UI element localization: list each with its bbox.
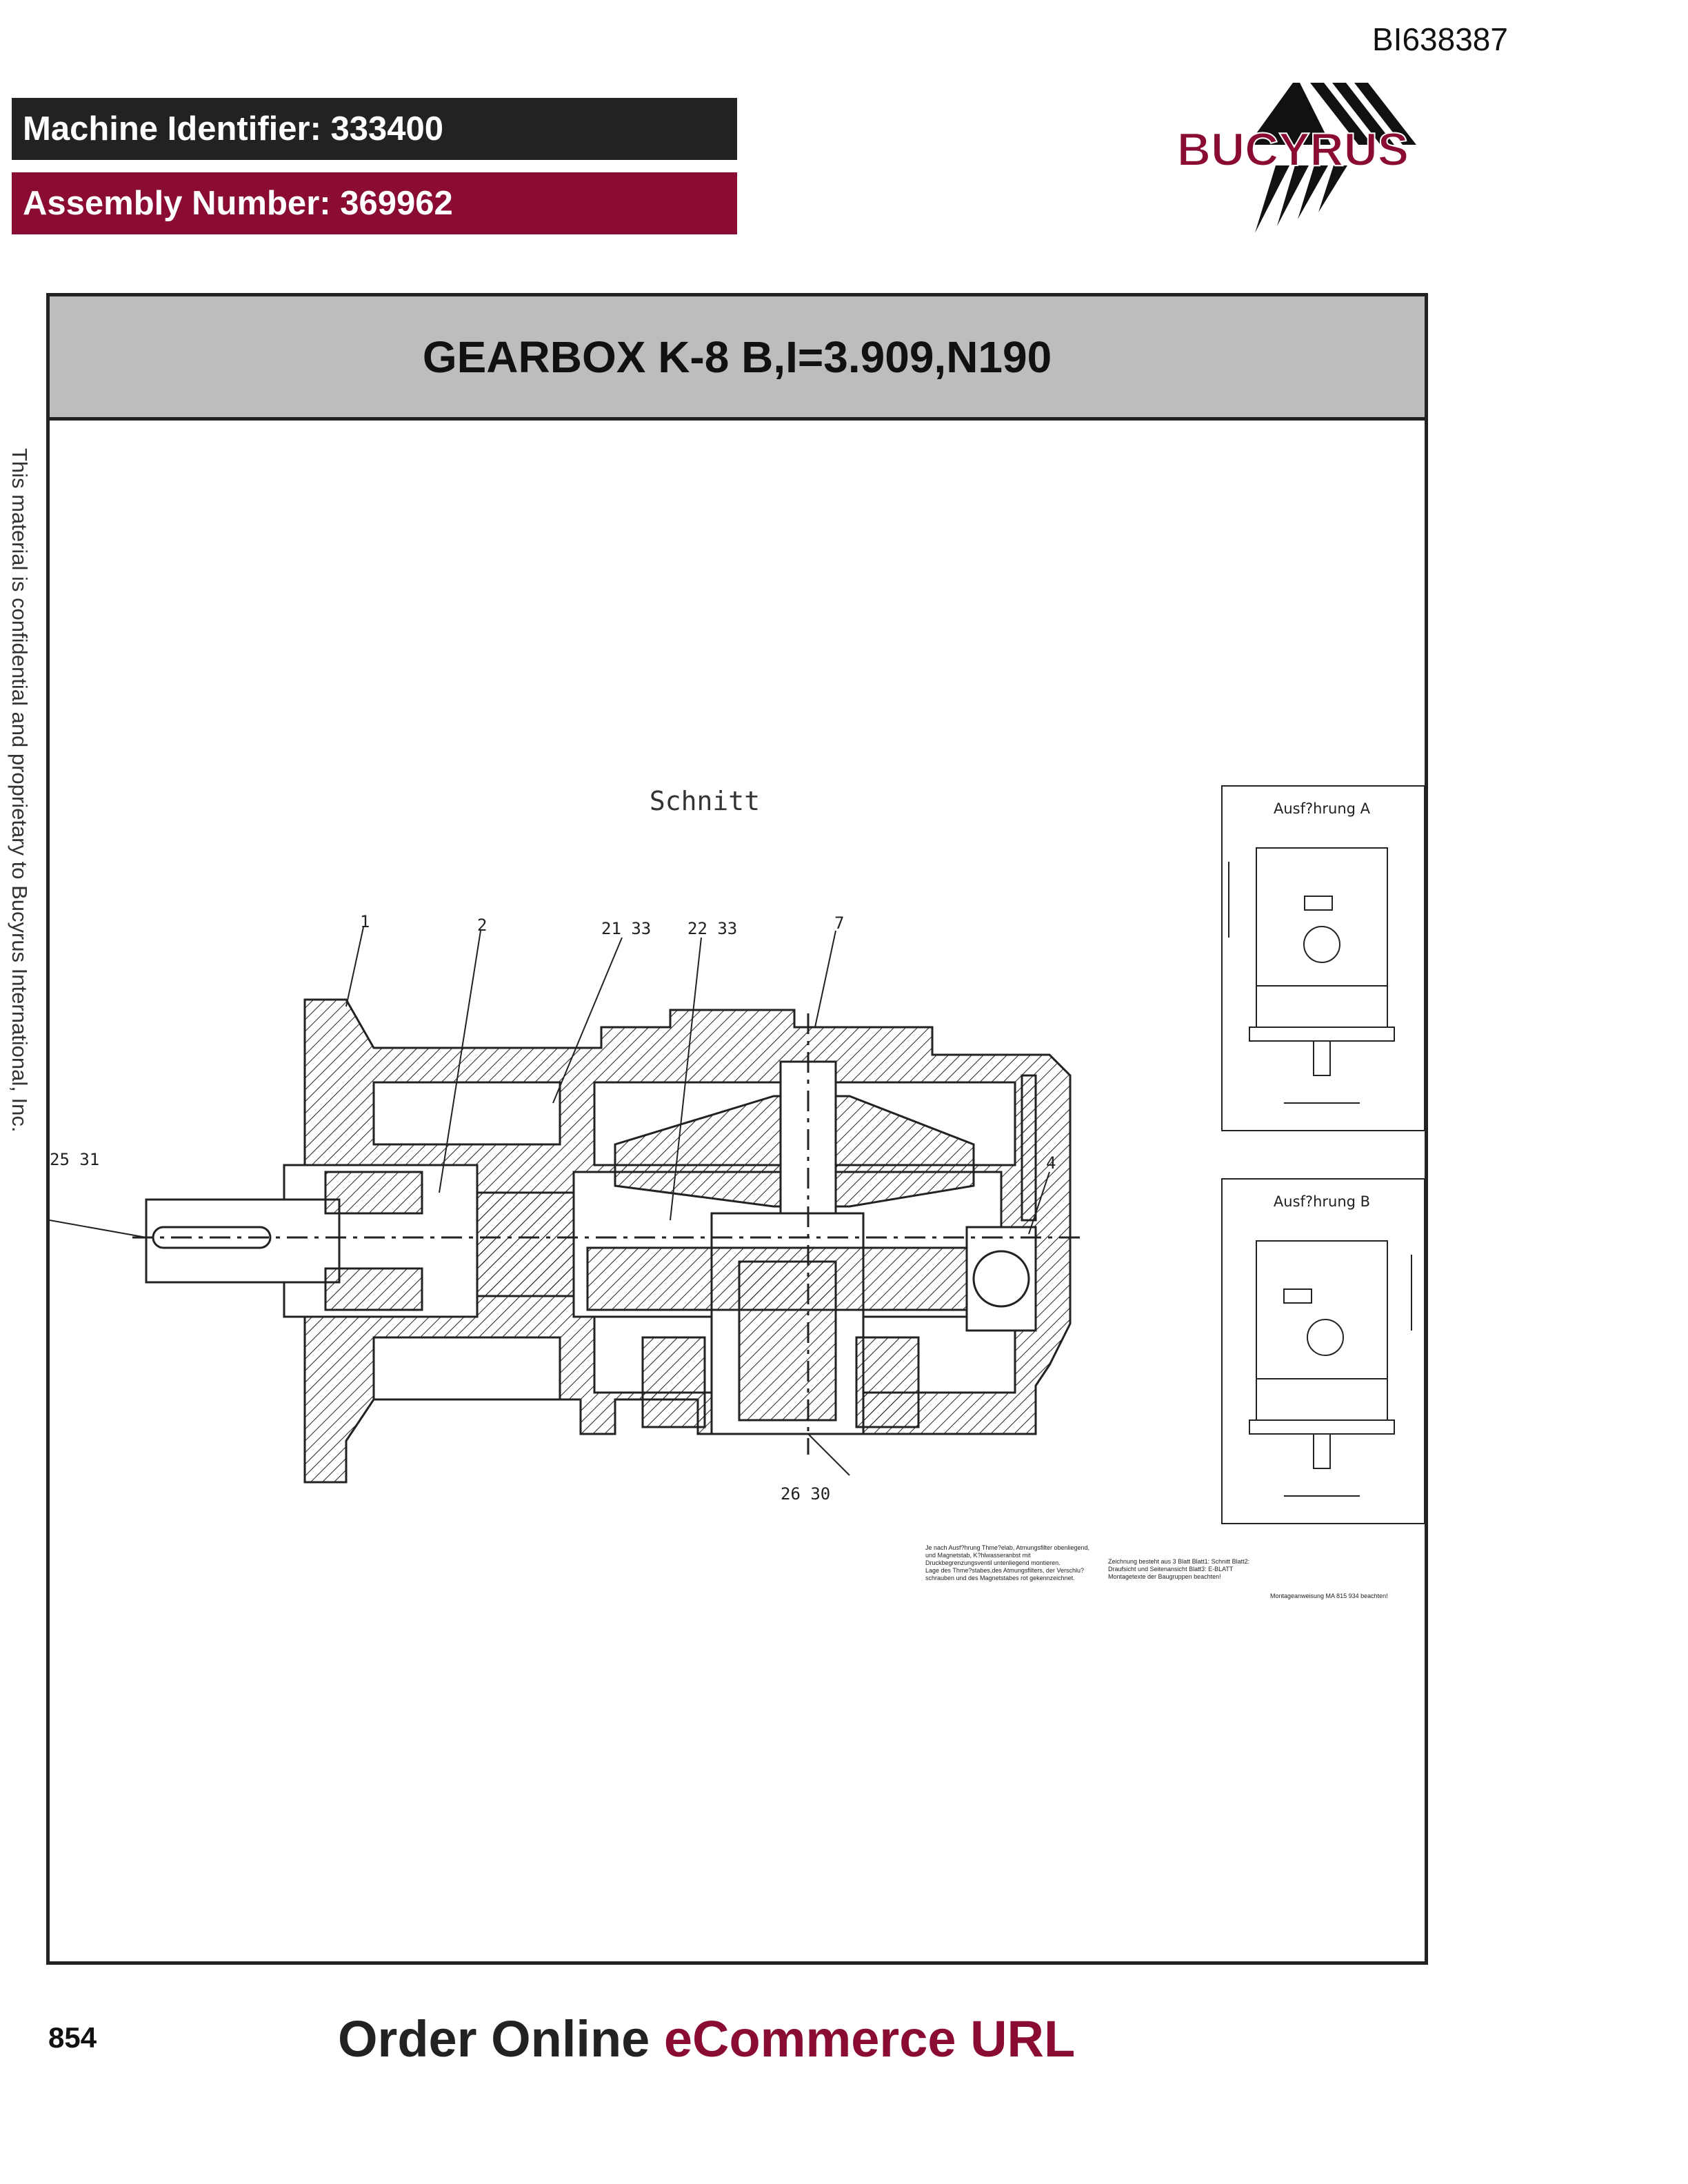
section-label: Schnitt: [650, 786, 760, 816]
note-2: Lage des Thme?stabes,des Atmungsfilters,…: [925, 1567, 1084, 1581]
note-5: Montageanweisung MA 815 934 beachten!: [1270, 1593, 1388, 1599]
gearbox-technical-drawing: Schnitt: [50, 785, 1425, 1599]
drawing-frame: GEARBOX K-8 B,I=3.909,N190 Schnitt: [46, 293, 1428, 1965]
assembly-number-bar: Assembly Number: 369962: [12, 172, 737, 234]
callout-21-33: 21 33: [601, 919, 651, 938]
logo-text: BUCYRUS: [1177, 123, 1409, 176]
note-1: Je nach Ausf?hrung Thme?elab, Atmungsfil…: [925, 1544, 1089, 1566]
order-online-link[interactable]: Order Online eCommerce URL: [338, 2010, 1075, 2068]
callout-22-33: 22 33: [687, 919, 737, 938]
gearbox-cross-section: [132, 998, 1084, 1484]
bucyrus-logo-icon: BUCYRUS: [1176, 83, 1416, 233]
view-a-panel: Ausf?hrung A: [1221, 785, 1425, 1131]
view-b-panel: Ausf?hrung B: [1221, 1178, 1425, 1524]
note-4: Montagetexte der Baugruppen beachten!: [1108, 1573, 1221, 1580]
callout-leaders: [50, 927, 1050, 1476]
confidentiality-text: This material is confidential and propri…: [8, 448, 32, 1133]
confidentiality-note: This material is confidential and propri…: [4, 448, 32, 1289]
callout-26-30: 26 30: [781, 1484, 830, 1504]
title-band: GEARBOX K-8 B,I=3.909,N190: [50, 296, 1425, 421]
document-id: BI638387: [1372, 21, 1508, 57]
page-title: GEARBOX K-8 B,I=3.909,N190: [422, 332, 1052, 382]
callout-2: 2: [477, 916, 487, 935]
machine-identifier-bar: Machine Identifier: 333400: [12, 98, 737, 160]
ecommerce-url-text: eCommerce URL: [663, 2010, 1076, 2067]
page-number: 854: [48, 2021, 97, 2054]
callout-7: 7: [834, 913, 844, 933]
callout-4: 4: [1046, 1153, 1056, 1173]
callout-25-31: 25 31: [50, 1150, 99, 1169]
note-3: Zeichnung besteht aus 3 Blatt Blatt1: Sc…: [1108, 1558, 1250, 1573]
callout-1: 1: [360, 912, 370, 931]
order-online-text: Order Online: [338, 2010, 664, 2067]
view-b-label: Ausf?hrung B: [1274, 1193, 1370, 1210]
view-a-label: Ausf?hrung A: [1274, 800, 1371, 817]
